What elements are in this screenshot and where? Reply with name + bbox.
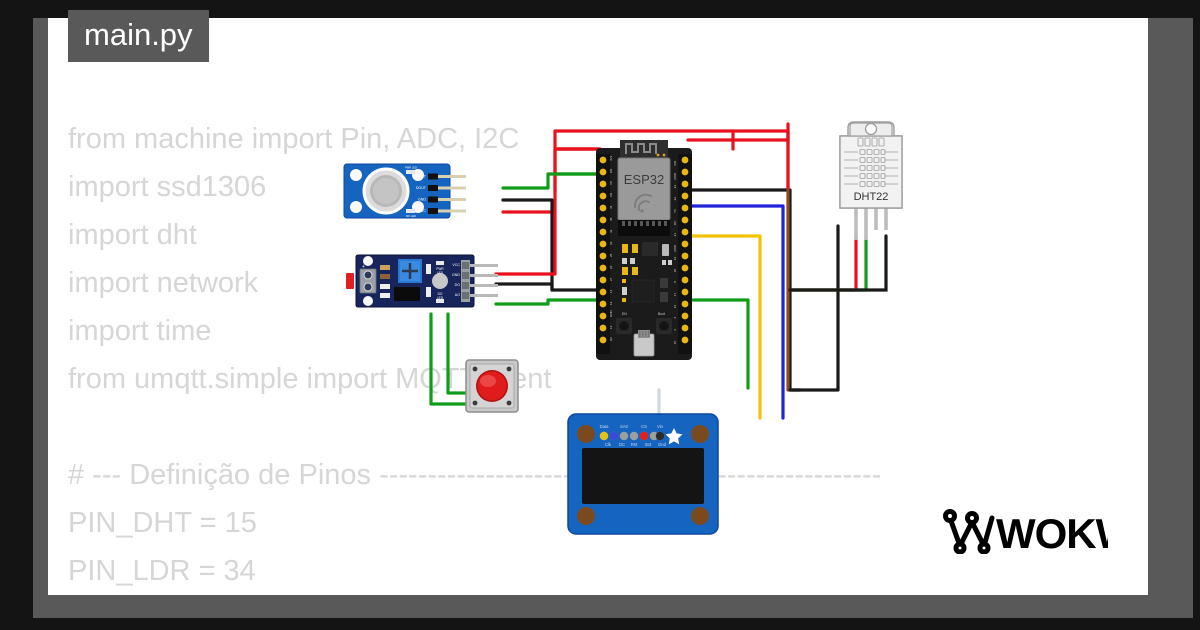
svg-text:22: 22 bbox=[673, 197, 677, 201]
mq-gas-sensor: PWR LED DO LED AOUT DOUT GND VCC bbox=[343, 163, 466, 219]
svg-text:34: 34 bbox=[609, 205, 613, 209]
photoresistor-module: + - bbox=[346, 254, 498, 308]
svg-text:LED: LED bbox=[437, 296, 444, 300]
svg-text:2: 2 bbox=[673, 329, 677, 331]
esp32-chip-label: ESP32 bbox=[624, 172, 664, 187]
svg-text:4: 4 bbox=[673, 317, 677, 319]
wokwi-logo-text: WOKWi bbox=[996, 510, 1108, 554]
svg-text:GND: GND bbox=[673, 172, 677, 180]
svg-text:VCC: VCC bbox=[452, 263, 460, 267]
svg-text:Gnd: Gnd bbox=[658, 442, 667, 447]
mq-do-led-label: DO LED bbox=[406, 214, 416, 218]
svg-text:3V3: 3V3 bbox=[609, 155, 613, 161]
svg-text:17: 17 bbox=[673, 293, 677, 297]
svg-text:3v3: 3v3 bbox=[645, 442, 652, 447]
svg-text:Clk: Clk bbox=[605, 442, 612, 447]
adafruit-star-icon bbox=[665, 428, 683, 445]
svg-text:+: + bbox=[362, 264, 365, 270]
svg-text:EN: EN bbox=[622, 312, 627, 316]
mq-pin-row: AOUT DOUT GND VCC bbox=[416, 173, 438, 214]
svg-text:18: 18 bbox=[673, 269, 677, 273]
svg-text:13: 13 bbox=[609, 325, 613, 329]
svg-text:Boot: Boot bbox=[658, 312, 665, 316]
svg-text:VN: VN bbox=[609, 193, 613, 197]
svg-text:LED: LED bbox=[437, 271, 444, 275]
svg-text:Vin: Vin bbox=[657, 424, 664, 429]
wokwi-logo: WOKWi bbox=[942, 502, 1146, 559]
svg-text:23: 23 bbox=[673, 185, 677, 189]
svg-text:TX: TX bbox=[673, 209, 677, 213]
mq-pwr-led-label: PWR LED bbox=[405, 166, 417, 170]
svg-text:26: 26 bbox=[609, 265, 613, 269]
svg-text:EN: EN bbox=[609, 169, 613, 173]
mounting-hole bbox=[864, 122, 878, 136]
svg-text:D2: D2 bbox=[609, 337, 613, 341]
svg-text:GND: GND bbox=[609, 310, 613, 318]
svg-text:PWR: PWR bbox=[436, 267, 444, 271]
svg-text:GND: GND bbox=[418, 198, 426, 202]
svg-text:AOUT: AOUT bbox=[416, 175, 427, 179]
svg-text:DO: DO bbox=[438, 292, 443, 296]
dht22-sensor: DHT22 bbox=[839, 121, 903, 240]
svg-text:DO: DO bbox=[455, 283, 461, 287]
dht22-label: DHT22 bbox=[854, 191, 889, 203]
svg-text:15: 15 bbox=[673, 341, 677, 345]
svg-text:5: 5 bbox=[673, 281, 677, 283]
svg-text:VIN: VIN bbox=[673, 161, 677, 166]
svg-text:RX: RX bbox=[673, 221, 677, 225]
svg-text:35: 35 bbox=[609, 217, 613, 221]
svg-text:21: 21 bbox=[673, 233, 677, 237]
simulation-canvas[interactable]: from machine import Pin, ADC, I2C import… bbox=[48, 18, 1148, 595]
svg-text:AO: AO bbox=[455, 293, 460, 297]
pushbutton bbox=[465, 359, 519, 413]
svg-text:25: 25 bbox=[609, 253, 613, 257]
svg-text:16: 16 bbox=[673, 305, 677, 309]
oled-display: Data SA0 CS Vin Clk DC Rst 3v3 Gnd bbox=[567, 413, 719, 535]
ldr-pin-row: VCC GND DO AO bbox=[452, 260, 470, 302]
svg-text:-: - bbox=[363, 298, 365, 304]
circuit-diagram[interactable]: PWR LED DO LED AOUT DOUT GND VCC bbox=[48, 18, 1148, 595]
svg-text:GND: GND bbox=[452, 273, 460, 277]
svg-text:32: 32 bbox=[609, 229, 613, 233]
svg-text:33: 33 bbox=[609, 241, 613, 245]
esp32-board: 3V3 EN VP VN 34 35 32 33 25 26 27 14 12 … bbox=[596, 140, 692, 360]
svg-text:12: 12 bbox=[609, 301, 613, 305]
dht22-wires bbox=[788, 234, 888, 292]
svg-text:CS: CS bbox=[641, 424, 647, 429]
svg-text:14: 14 bbox=[609, 289, 613, 293]
file-tab-main-py[interactable]: main.py bbox=[68, 10, 209, 62]
svg-text:DC: DC bbox=[619, 442, 625, 447]
svg-text:19: 19 bbox=[673, 257, 677, 261]
svg-text:VCC: VCC bbox=[418, 209, 426, 213]
file-tab-label: main.py bbox=[84, 17, 193, 52]
svg-text:DOUT: DOUT bbox=[416, 186, 427, 190]
svg-text:Rst: Rst bbox=[631, 442, 638, 447]
svg-text:27: 27 bbox=[609, 277, 613, 281]
wire-group bbox=[429, 122, 840, 420]
svg-text:Data: Data bbox=[600, 424, 610, 429]
svg-text:VP: VP bbox=[609, 181, 613, 185]
svg-text:GND: GND bbox=[673, 244, 677, 252]
svg-text:SA0: SA0 bbox=[620, 424, 629, 429]
esp32-pin-pads bbox=[599, 156, 689, 344]
